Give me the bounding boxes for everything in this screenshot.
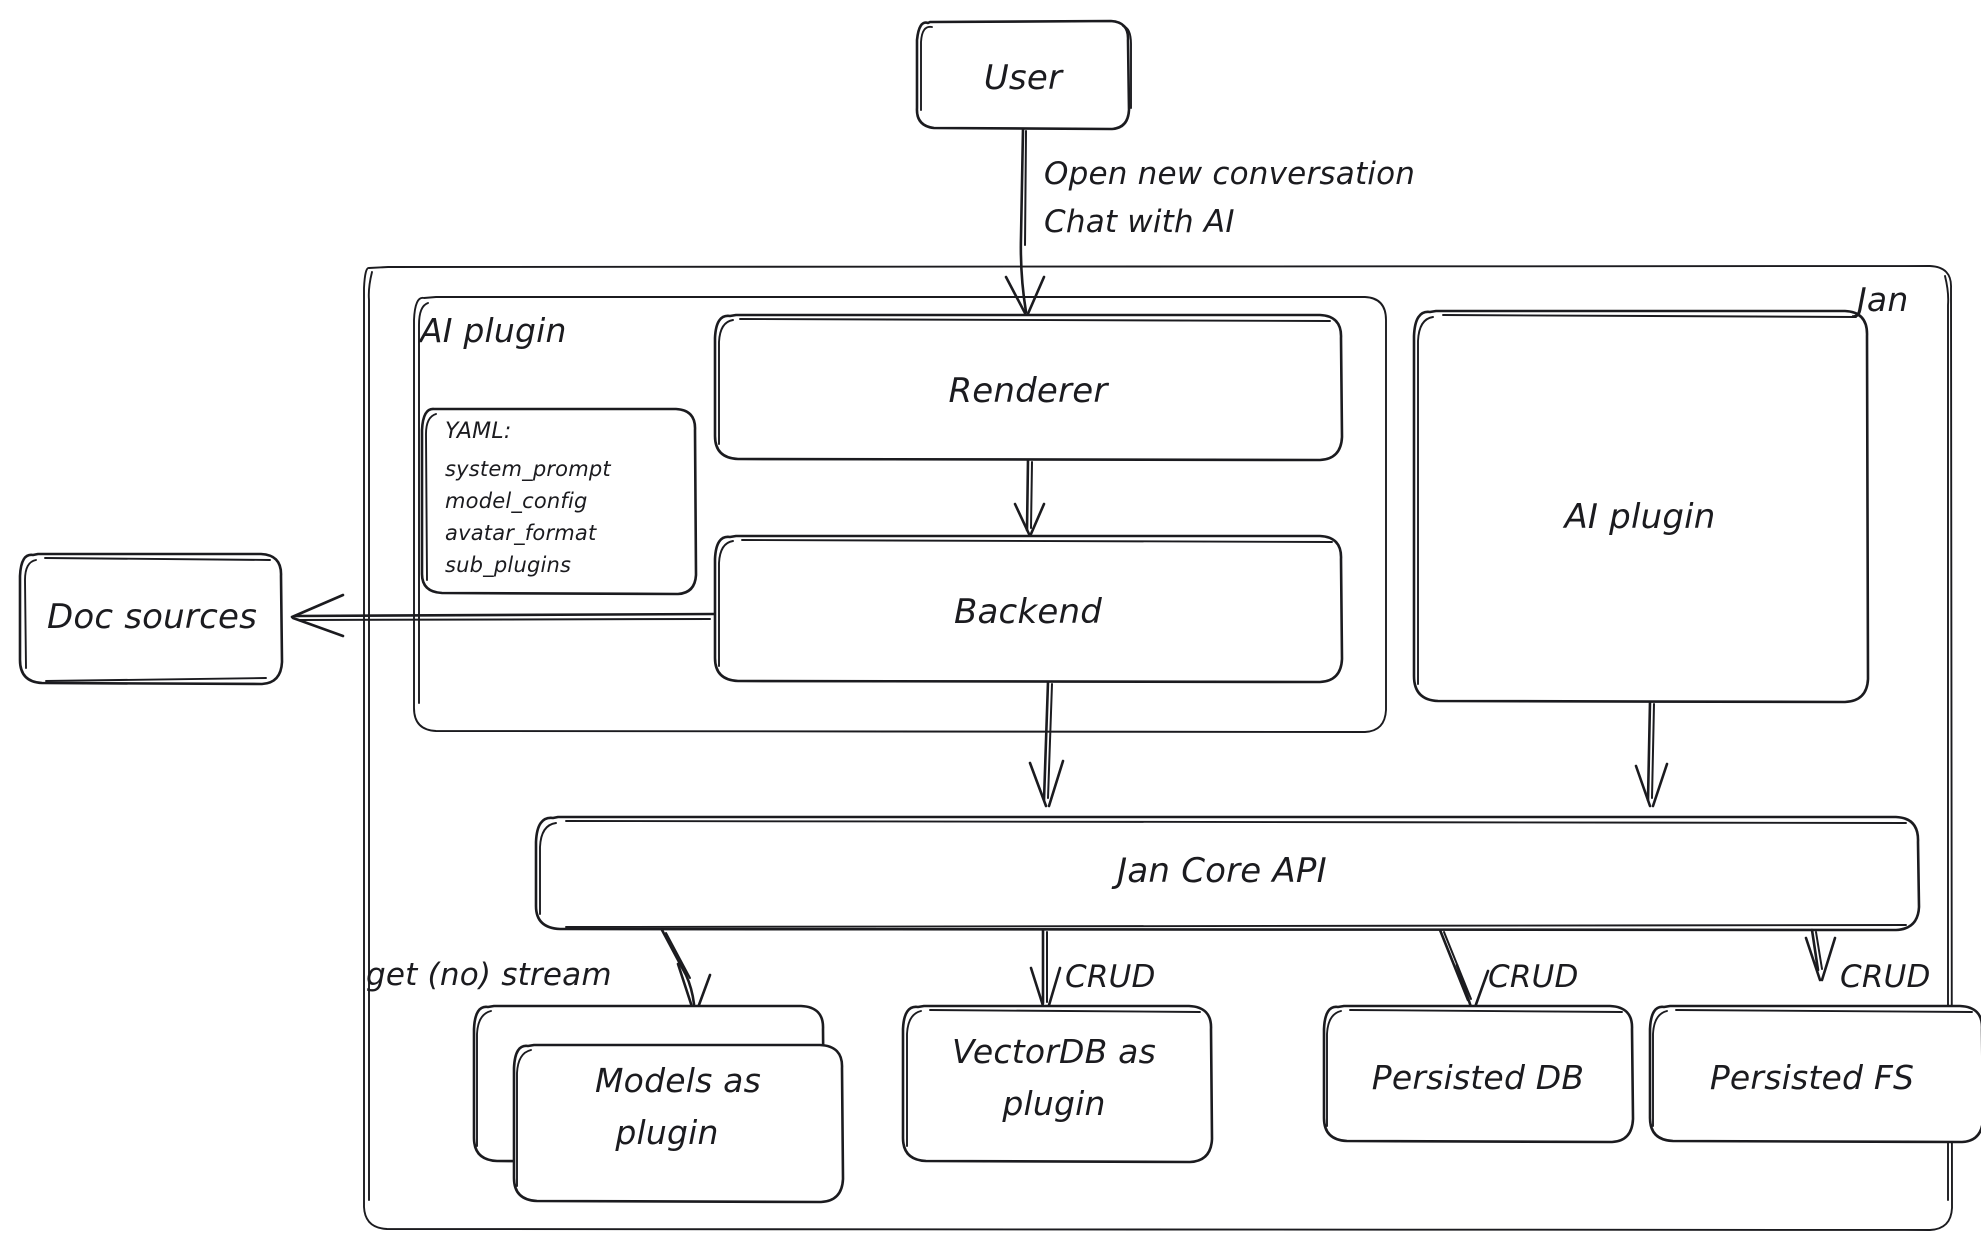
node-backend-shape[interactable] <box>713 534 1344 684</box>
edge-core-to-persisted-fs <box>1804 928 1837 982</box>
container-jan-shape[interactable] <box>363 265 1953 1231</box>
node-doc-sources-shape[interactable] <box>18 552 284 686</box>
node-yaml-note-line-0: system_prompt <box>445 457 611 481</box>
node-persisted-fs-label: Persisted FS <box>1709 1057 1915 1097</box>
edge-core-to-vectordb-label: CRUD <box>1065 959 1156 995</box>
node-user-shape[interactable] <box>915 19 1132 131</box>
node-persisted-db-shape[interactable] <box>1322 1004 1635 1144</box>
node-backend-label: Backend <box>954 592 1102 633</box>
node-doc-sources-label: Doc sources <box>46 597 258 638</box>
node-vectordb-plugin-label-line2: plugin <box>1002 1083 1106 1123</box>
node-jan-core-api-shape[interactable] <box>534 815 1921 932</box>
container-ai-plugin-panel-label: AI plugin <box>420 311 567 350</box>
node-jan-core-api-label: Jan Core API <box>1117 851 1327 892</box>
edge-renderer-to-backend <box>1013 458 1046 536</box>
node-ai-plugin-box-shape[interactable] <box>1412 309 1870 704</box>
container-ai-plugin-panel-shape[interactable] <box>413 296 1387 733</box>
edge-core-to-persisted-fs-label: CRUD <box>1840 959 1931 995</box>
edge-core-to-vectordb <box>1029 928 1062 1014</box>
node-yaml-note-line-2: avatar_format <box>445 521 597 545</box>
edge-core-to-models-label: get (no) stream <box>366 957 612 993</box>
node-yaml-note-line-3: sub_plugins <box>445 553 572 577</box>
edge-user-to-renderer-label-line1: Open new conversation <box>1044 156 1416 192</box>
edge-core-to-models <box>660 928 712 1015</box>
edge-ai-plugin-to-core <box>1634 700 1669 808</box>
node-user-label: User <box>983 58 1063 99</box>
edge-core-to-persisted-db <box>1438 928 1490 1012</box>
node-renderer-shape[interactable] <box>713 313 1344 462</box>
node-persisted-db-label: Persisted DB <box>1371 1057 1585 1097</box>
edge-user-to-renderer-label-line2: Chat with AI <box>1044 204 1235 240</box>
node-yaml-note-heading: YAML: <box>445 419 512 444</box>
node-persisted-fs-shape[interactable] <box>1648 1004 1981 1144</box>
container-jan-label: Jan <box>1857 280 1909 319</box>
edge-backend-to-core <box>1028 680 1065 808</box>
node-yaml-note-line-1: model_config <box>445 489 588 513</box>
node-yaml-note-shape[interactable] <box>420 407 698 596</box>
node-ai-plugin-box-label: AI plugin <box>1564 497 1716 538</box>
edge-backend-to-doc-sources <box>290 593 716 638</box>
node-vectordb-plugin-label-line1: VectorDB as <box>952 1031 1156 1071</box>
edge-core-to-persisted-db-label: CRUD <box>1488 959 1579 995</box>
node-vectordb-plugin-shape[interactable] <box>901 1004 1214 1164</box>
node-models-plugin-label-line1: Models as <box>595 1060 761 1100</box>
node-renderer-label: Renderer <box>948 371 1108 412</box>
node-models-plugin-label-line2: plugin <box>615 1112 719 1152</box>
edge-user-to-renderer <box>1004 127 1046 318</box>
node-models-plugin-shape[interactable] <box>472 1004 845 1204</box>
